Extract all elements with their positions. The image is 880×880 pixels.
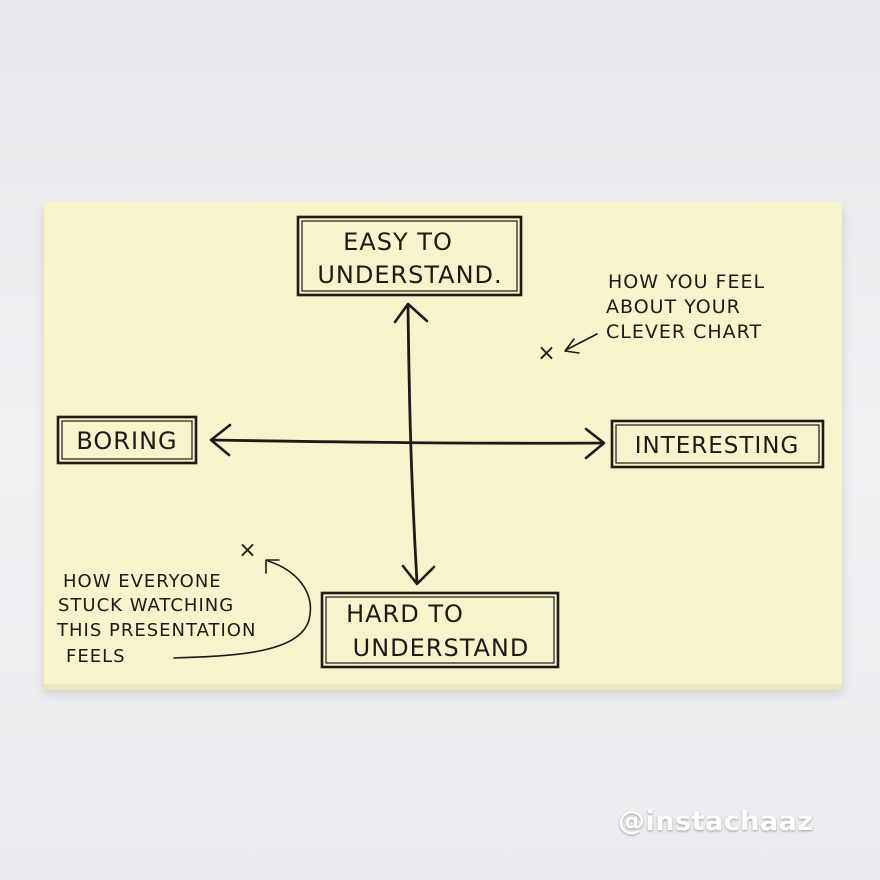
right-box-inner-outline	[615, 424, 820, 464]
bottom-label-box: HARD TO UNDERSTAND	[320, 591, 560, 669]
annotation-top-right: HOW YOU FEEL ABOUT YOUR CLEVER CHART ×	[537, 271, 765, 366]
annotation-top-right-line-2: ABOUT YOUR	[606, 296, 741, 318]
annotation-top-right-line-3: CLEVER CHART	[606, 321, 762, 343]
right-label-box: INTERESTING	[610, 419, 825, 469]
watermark-handle: @instachaaz	[618, 806, 814, 837]
annotation-bottom-left-arrowhead	[265, 559, 280, 574]
bottom-box-inner-outline	[325, 596, 555, 664]
top-label-line-2: UNDERSTAND.	[317, 261, 502, 289]
annotation-top-right-line-1: HOW YOU FEEL	[608, 271, 765, 293]
marker-audience: ×	[238, 538, 257, 563]
annotation-bottom-left-line-3: THIS PRESENTATION	[56, 620, 256, 641]
annotation-top-right-arrow-line	[565, 333, 598, 351]
top-label-line-1: EASY TO	[343, 228, 453, 256]
sticky-note-edge	[44, 684, 842, 690]
annotation-bottom-left: × HOW EVERYONE STUCK WATCHING THIS PRESE…	[56, 538, 312, 667]
sticky-note	[44, 202, 842, 688]
bottom-box-outline	[320, 591, 560, 669]
left-label-box: BORING	[56, 415, 198, 465]
left-label: BORING	[76, 427, 177, 455]
horizontal-axis-arrow-right	[584, 427, 606, 460]
left-box-outline	[56, 415, 198, 465]
left-box-inner-outline	[61, 420, 193, 460]
top-box-inner-outline	[301, 220, 518, 292]
horizontal-axis-line	[210, 438, 605, 445]
annotation-bottom-left-line-1: HOW EVERYONE	[63, 571, 222, 592]
vertical-axis	[393, 302, 436, 586]
vertical-axis-arrow-up	[393, 302, 429, 324]
top-label-box: EASY TO UNDERSTAND.	[296, 215, 523, 297]
top-box-outline	[296, 215, 523, 297]
annotation-bottom-left-arrow-line	[173, 560, 312, 659]
right-label: INTERESTING	[635, 433, 800, 459]
vertical-axis-arrow-down	[401, 564, 436, 586]
annotation-top-right-arrowhead	[564, 338, 580, 354]
vertical-axis-line	[406, 304, 419, 585]
bottom-label-line-1: HARD TO	[346, 600, 464, 628]
right-box-outline	[610, 419, 825, 469]
bottom-label-line-2: UNDERSTAND	[353, 634, 530, 662]
annotation-bottom-left-line-4: FEELS	[66, 646, 126, 667]
annotation-bottom-left-line-2: STUCK WATCHING	[58, 595, 234, 616]
horizontal-axis-arrow-left	[209, 423, 232, 457]
horizontal-axis	[209, 423, 606, 460]
marker-clever-chart: ×	[537, 341, 556, 366]
